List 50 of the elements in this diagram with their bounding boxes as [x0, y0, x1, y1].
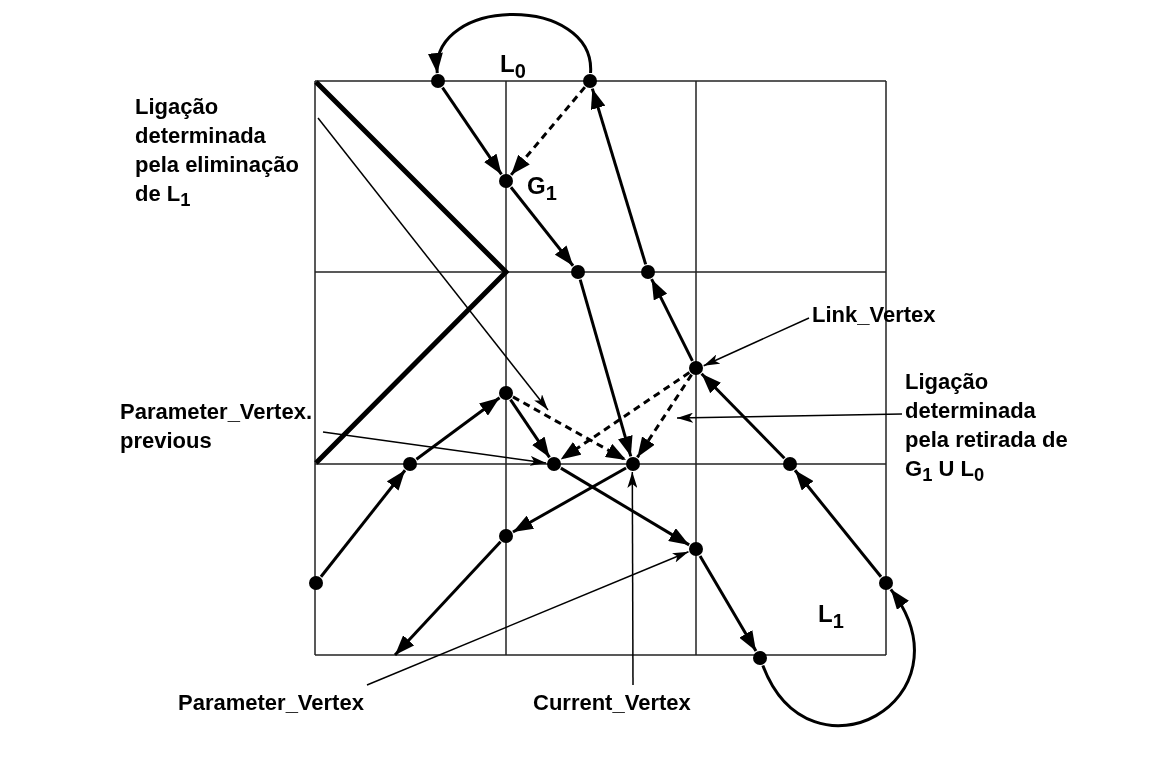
dashed-arrow — [510, 86, 586, 176]
arrow — [393, 540, 502, 657]
dashed-arrow — [559, 371, 691, 461]
arrow — [509, 398, 551, 459]
vertex-dot — [753, 651, 767, 665]
vertex-dot — [689, 361, 703, 375]
leader-line — [322, 431, 547, 466]
vertex-dot — [547, 457, 561, 471]
vertex-dot — [309, 576, 323, 590]
arrow — [512, 466, 627, 534]
arrow — [560, 466, 690, 547]
arrow — [761, 588, 916, 728]
arrow — [431, 13, 593, 74]
vertex-dot — [403, 457, 417, 471]
vertex-dot — [626, 457, 640, 471]
dashed-arrow — [636, 373, 693, 459]
vertex-dot — [641, 265, 655, 279]
region-label: L$_{0}$ — [500, 50, 526, 83]
leader-line — [366, 550, 690, 686]
arrow — [793, 469, 883, 578]
vertex-dot — [689, 542, 703, 556]
arrow — [590, 88, 648, 265]
arrow — [441, 86, 503, 176]
arrow — [698, 555, 758, 652]
vertex-dot — [499, 529, 513, 543]
vertex-dot — [431, 74, 445, 88]
vertex-dot — [879, 576, 893, 590]
vertex-dot — [583, 74, 597, 88]
arrow — [650, 278, 694, 362]
region-label: L$_{1}$ — [818, 600, 844, 633]
arrow — [578, 279, 633, 457]
arrow — [415, 396, 501, 461]
annotation-text: Ligação determinada pela eliminação de L$_{1}$ — [135, 92, 315, 215]
vertex-dot — [571, 265, 585, 279]
annotation-text: Current_Vertex — [533, 688, 691, 717]
annotation-text: Ligação determinada pela retirada de G$_{1}$ U L$_{0}$ — [905, 367, 1084, 490]
arrow — [700, 372, 786, 460]
annotation-text: Parameter_Vertex. previous — [120, 397, 320, 455]
leader-line — [627, 471, 638, 686]
annotation-text: Parameter_Vertex — [178, 688, 364, 717]
vertex-dot — [499, 174, 513, 188]
dashed-arrow — [512, 395, 627, 462]
vertex-dot — [499, 386, 513, 400]
leader-line — [702, 317, 810, 367]
arrow — [509, 186, 575, 267]
region-label: G$_{1}$ — [527, 172, 557, 205]
leader-line — [317, 117, 549, 411]
arrow — [319, 469, 407, 578]
leader-line — [676, 412, 903, 423]
vertex-dot — [783, 457, 797, 471]
